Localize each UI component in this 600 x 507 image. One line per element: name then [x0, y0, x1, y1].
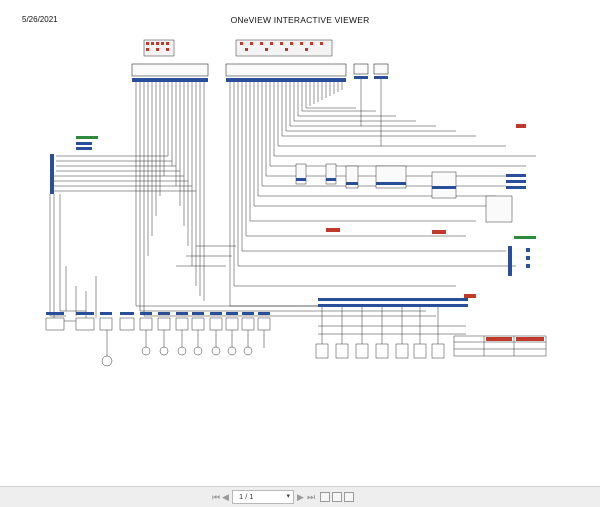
lower-right-wires [318, 307, 466, 344]
ecu-pin-strip [132, 76, 388, 82]
left-labels [76, 136, 98, 139]
wiring-diagram [36, 36, 564, 386]
left-branch-wires [49, 194, 97, 322]
caret-down-icon[interactable]: ▾ [286, 493, 290, 500]
ecu-header-bar [131, 63, 389, 77]
pdf-viewer-toolbar: ⏮ ◀ 1 / 1 ▾ ▶ ⏭ [0, 486, 600, 507]
sensor-connectors-bottom [45, 317, 271, 331]
print-date: 5/26/2021 [22, 15, 58, 24]
copy-icon[interactable] [320, 492, 330, 502]
previous-page-icon[interactable]: ◀ [222, 492, 229, 502]
page-header: 5/26/2021 ONeVIEW INTERACTIVE VIEWER [0, 0, 600, 30]
right-green-labels [514, 236, 536, 239]
next-page-icon[interactable]: ▶ [297, 492, 304, 502]
pages-icon[interactable] [332, 492, 342, 502]
page-indicator: 1 / 1 [239, 492, 254, 501]
first-page-icon[interactable]: ⏮ [212, 492, 221, 502]
page-selector[interactable]: 1 / 1 ▾ [232, 490, 294, 504]
sensor-drops [106, 330, 265, 356]
top-connector-pins [146, 42, 323, 51]
sensor-symbols [101, 346, 253, 367]
page-title: ONeVIEW INTERACTIVE VIEWER [230, 15, 370, 25]
lower-right-connectors [315, 343, 445, 359]
lower-right-pin-rows [318, 298, 468, 307]
last-page-icon[interactable]: ⏭ [307, 492, 316, 502]
wire-bundle-horizontal [50, 107, 536, 317]
wire-bundle-vertical [135, 79, 382, 316]
right-bus-connectors [508, 246, 530, 276]
legend-red-cells [486, 337, 544, 341]
right-callouts [326, 124, 526, 298]
top-connector-blocks [143, 39, 333, 57]
left-connectors [50, 142, 92, 194]
right-relay-blocks [295, 163, 513, 223]
sensor-pin-rows [46, 312, 270, 315]
right-relay-pins [296, 174, 526, 189]
fit-page-icon[interactable] [344, 492, 354, 502]
